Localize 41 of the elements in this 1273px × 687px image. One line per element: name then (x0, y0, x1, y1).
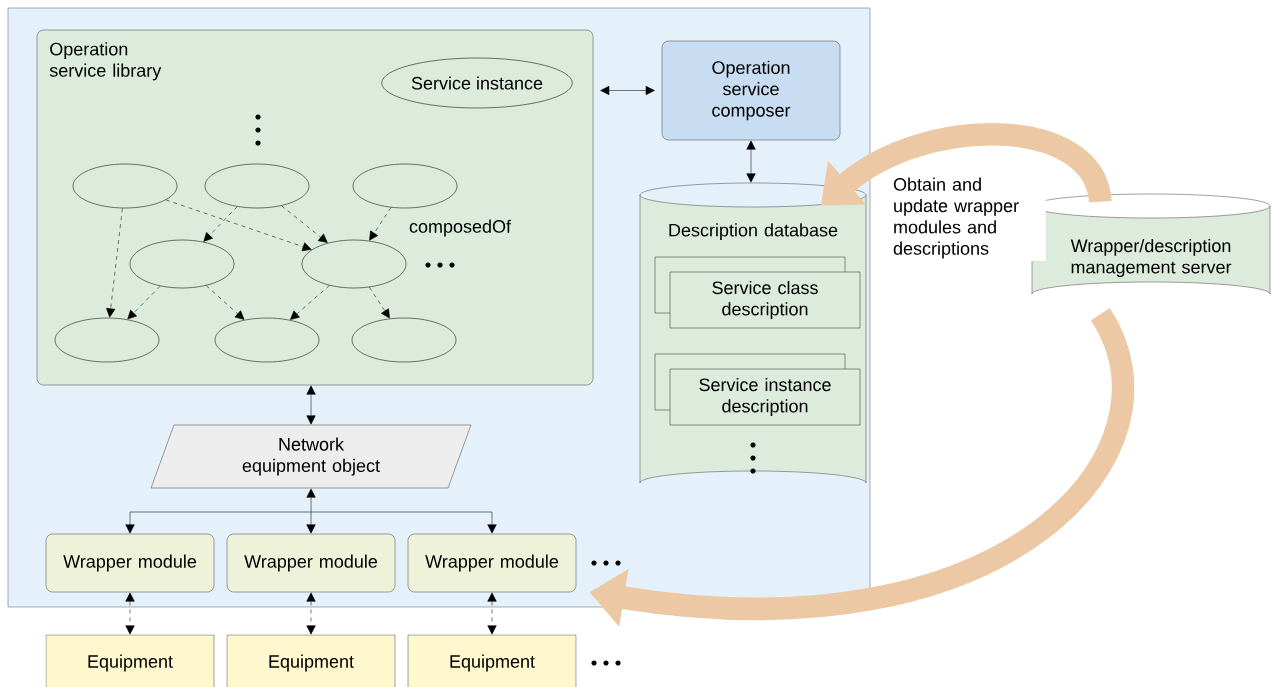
service-ellipse (301, 239, 407, 289)
arrow (203, 206, 238, 242)
edge-label: Obtain and update wrapper modules and descriptions (890, 174, 1046, 262)
description-card: Service class description (654, 256, 861, 329)
relation-label: composedOf (409, 219, 512, 237)
equipment-box: Equipment (226, 634, 396, 687)
arrow (369, 286, 390, 319)
object-parallelogram: Network equipment object (150, 424, 472, 489)
arrow (306, 592, 316, 635)
composer-box: Operation service composer (661, 40, 841, 141)
service-ellipse (351, 317, 457, 363)
arrow (369, 207, 392, 241)
description-card: Service instance description (654, 353, 861, 426)
service-ellipse (352, 163, 458, 209)
arrow (127, 285, 161, 320)
arrow (487, 592, 497, 635)
wrapper-box: Wrapper module (226, 533, 396, 593)
service-ellipse (72, 163, 178, 209)
service-ellipse (204, 163, 310, 209)
server-cylinder: Wrapper/description management server (1031, 193, 1271, 295)
arrow (165, 199, 312, 252)
wrapper-box: Wrapper module (45, 533, 215, 593)
block-arrow (821, 123, 1112, 206)
arrow (281, 205, 328, 243)
service-ellipse (214, 317, 320, 363)
arrow (310, 511, 497, 534)
service-ellipse (129, 239, 235, 289)
arrow (125, 511, 312, 534)
wrapper-box: Wrapper module (407, 533, 577, 593)
arrow (106, 207, 123, 318)
arrow (306, 511, 316, 534)
equipment-box: Equipment (407, 634, 577, 687)
arrow (600, 85, 655, 96)
arrow (306, 488, 316, 513)
arrow (125, 592, 135, 635)
arrow (746, 140, 756, 183)
equipment-box: Equipment (45, 634, 215, 687)
arrow (205, 285, 245, 320)
service-ellipse (54, 317, 160, 363)
arrow (290, 285, 330, 320)
arrow (306, 385, 316, 425)
